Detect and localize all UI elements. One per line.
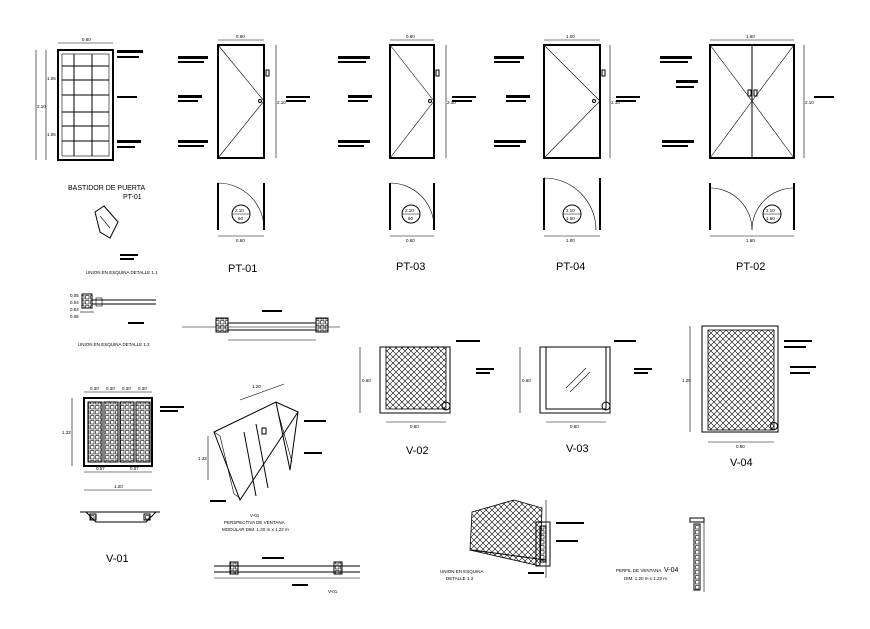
pt01-tag-bottom: 60 bbox=[238, 216, 244, 221]
detail-1-2-dim-d: 0.06 bbox=[70, 314, 79, 319]
window-v01-section bbox=[214, 557, 360, 586]
v01-top-dim-3: 0.30 bbox=[122, 386, 131, 391]
profile-line2: DIM. 1.20 m x 1.22 m bbox=[624, 576, 667, 581]
pt04-tag-bottom: 1.00 bbox=[566, 216, 575, 221]
frame-upper-dim: 1.05 bbox=[47, 76, 56, 81]
door-pt04-elevation: 1.00 2.10 bbox=[494, 34, 640, 159]
detail-1-2-dim-c: 0.04 bbox=[70, 307, 79, 312]
v04-label: V-04 bbox=[730, 457, 753, 469]
corner-detail-1-1 bbox=[94, 205, 138, 260]
pt02-plan-width: 1.60 bbox=[746, 238, 755, 243]
window-v01-perspective: 1.20 1.22 bbox=[198, 383, 326, 502]
pt04-tag-top: 2.10 bbox=[566, 208, 575, 213]
v01-top-dim-1: 0.30 bbox=[90, 386, 99, 391]
pt04-height: 2.10 bbox=[611, 100, 620, 105]
door-frame-elevation: 0.60 1.05 1.05 2.10 bbox=[35, 37, 143, 161]
pt01-plan-width: 0.60 bbox=[236, 238, 245, 243]
pt04-plan-width: 1.00 bbox=[566, 238, 575, 243]
door-pt02-plan: 2.10 1.60 1.60 bbox=[709, 183, 795, 243]
pt03-plan-width: 0.60 bbox=[406, 238, 415, 243]
door-pt03-plan: 2.10 60 0.60 bbox=[389, 182, 435, 243]
detail-1-2-label: UNION EN ESQUINA DETALLE 1.2 bbox=[78, 342, 150, 347]
pt03-height: 2.10 bbox=[447, 100, 456, 105]
perspective-line2: MODULAR DIM. 1.20 m x 1.22 m bbox=[222, 527, 289, 532]
v01-width-dim: 1.20 bbox=[114, 484, 123, 489]
window-v03: 0.60 0.60 bbox=[519, 340, 652, 429]
perspective-line1: PERSPECTIVA DE VENTANA bbox=[224, 520, 285, 525]
v04-width-dim: 0.60 bbox=[736, 444, 745, 449]
pt03-tag-bottom: 60 bbox=[408, 216, 414, 221]
perspective-dim-side: 1.22 bbox=[198, 456, 207, 461]
perspective-code: V-01 bbox=[250, 513, 260, 518]
detail-1-2-dim-b: 0.04 bbox=[70, 300, 79, 305]
pt02-tag-top: 2.10 bbox=[766, 208, 775, 213]
frame-lower-dim: 1.05 bbox=[47, 132, 56, 137]
pt04-width-top: 1.00 bbox=[566, 34, 575, 39]
window-v04: 1.20 0.60 bbox=[682, 325, 816, 449]
pt02-tag-bottom: 1.60 bbox=[766, 216, 775, 221]
v01-mid-dim-2: 0.57 bbox=[130, 466, 139, 471]
door-pt03-elevation: 0.60 2.10 bbox=[338, 34, 476, 159]
pt03-width-top: 0.60 bbox=[406, 34, 415, 39]
door-pt02-elevation: 1.60 2.10 bbox=[660, 34, 834, 159]
door-pt01-plan: 2.10 60 0.60 bbox=[217, 182, 265, 243]
v01-mid-dim-1: 0.57 bbox=[96, 466, 105, 471]
pt01-height: 2.10 bbox=[277, 100, 286, 105]
v02-label: V-02 bbox=[406, 445, 429, 457]
window-section-plan bbox=[182, 310, 340, 341]
detail-1-3-line1: UNION EN ESQUINA bbox=[440, 569, 484, 574]
v03-width-dim: 0.60 bbox=[570, 424, 579, 429]
v04-height-dim: 1.20 bbox=[682, 378, 691, 383]
v02-width-dim: 0.60 bbox=[410, 424, 419, 429]
window-v04-profile bbox=[689, 517, 705, 592]
corner-detail-1-3 bbox=[469, 499, 584, 578]
v02-height-dim: 0.60 bbox=[362, 378, 371, 383]
pt01-width-top: 0.60 bbox=[236, 34, 245, 39]
door-pt01-elevation: 0.60 2.10 bbox=[178, 34, 310, 159]
frame-width-dim: 0.60 bbox=[82, 37, 91, 42]
v03-height-dim: 0.60 bbox=[522, 378, 531, 383]
pt02-height: 2.10 bbox=[805, 100, 814, 105]
v03-label: V-03 bbox=[566, 443, 589, 455]
pt02-width-top: 1.60 bbox=[746, 34, 755, 39]
corner-detail-1-2: 0.05 0.04 0.04 0.06 bbox=[70, 293, 156, 324]
section-code: V-01 bbox=[328, 589, 338, 594]
v01-top-dim-2: 0.30 bbox=[106, 386, 115, 391]
pt02-label: PT-02 bbox=[736, 261, 765, 273]
profile-line1: PERFIL DE VENTANA bbox=[616, 568, 661, 573]
window-v02: 0.60 0.60 bbox=[359, 340, 494, 429]
window-v01-elevation: 0.30 0.30 0.30 0.30 1.22 0.57 0.57 1.20 bbox=[62, 386, 184, 523]
v01-top-dim-4: 0.30 bbox=[138, 386, 147, 391]
door-pt04-plan: 2.10 1.00 1.00 bbox=[543, 177, 601, 243]
frame-subtitle: PT-01 bbox=[123, 194, 142, 201]
detail-1-3-line2: DETALLE 1.3 bbox=[446, 576, 474, 581]
detail-1-2-dim-a: 0.05 bbox=[70, 293, 79, 298]
v01-label: V-01 bbox=[106, 553, 129, 565]
pt04-label: PT-04 bbox=[556, 261, 585, 273]
profile-code: V-04 bbox=[664, 567, 679, 574]
pt01-tag-top: 2.10 bbox=[235, 208, 244, 213]
perspective-dim-top: 1.20 bbox=[252, 384, 261, 389]
pt03-tag-top: 2.10 bbox=[405, 208, 414, 213]
pt03-label: PT-03 bbox=[396, 261, 425, 273]
detail-1-1-label: UNION EN ESQUINA DETALLE 1.1 bbox=[86, 270, 158, 275]
pt01-label: PT-01 bbox=[228, 263, 257, 275]
frame-height-dim: 2.10 bbox=[37, 104, 46, 109]
v01-height-dim: 1.22 bbox=[62, 430, 71, 435]
frame-title: BASTIDOR DE PUERTA bbox=[68, 185, 145, 192]
